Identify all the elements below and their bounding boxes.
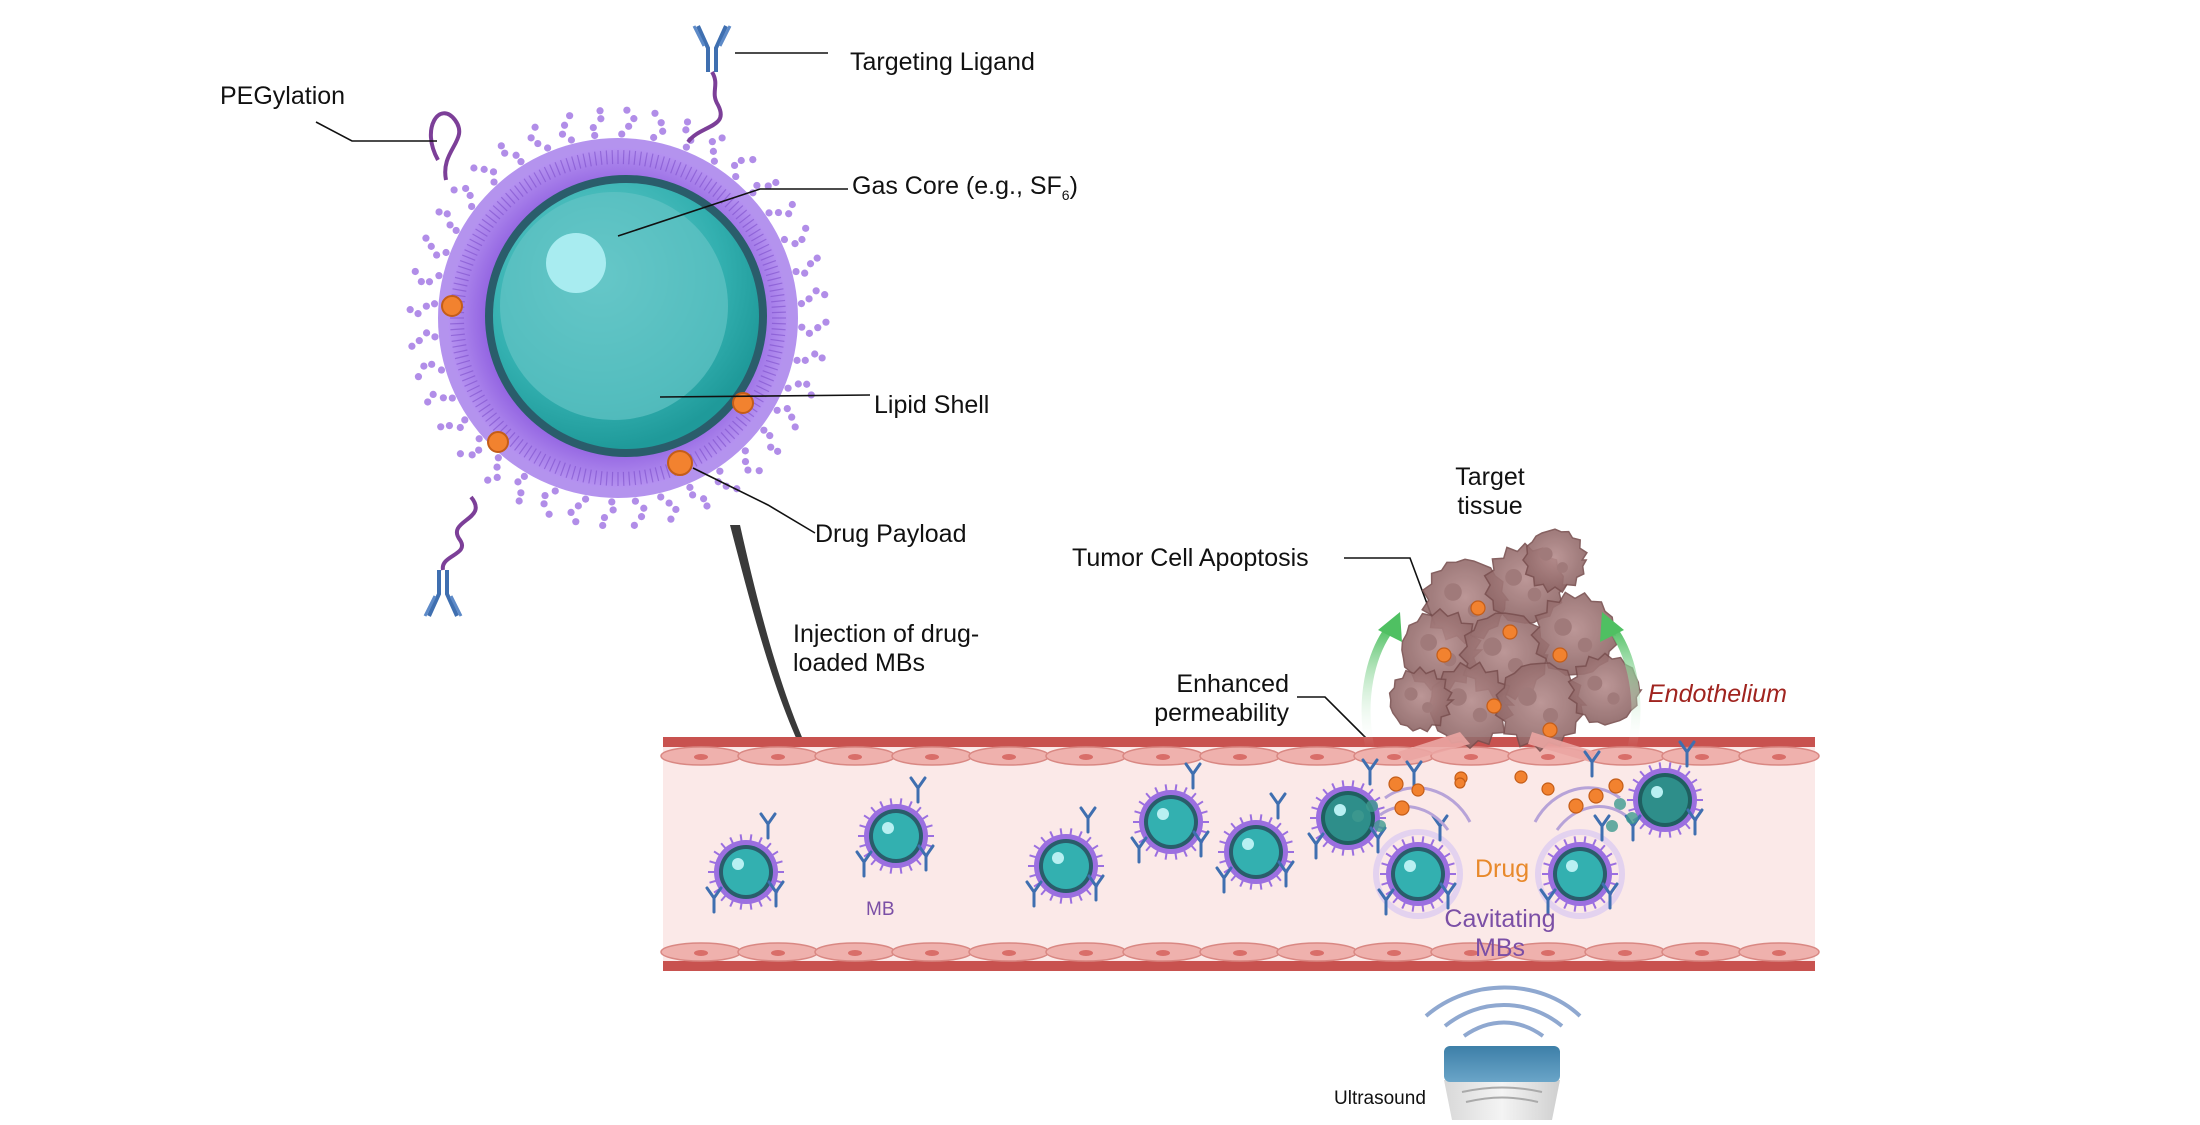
ultrasound-probe: [1426, 988, 1580, 1121]
label-gas-core-subscript: 6: [1062, 187, 1070, 203]
label-injection-line1: Injection of drug-: [793, 620, 979, 649]
label-enhanced-line2: permeability: [1139, 699, 1289, 728]
label-drug-payload: Drug Payload: [815, 520, 966, 549]
label-target-line2: tissue: [1430, 492, 1550, 521]
label-injection-line2: loaded MBs: [793, 649, 979, 678]
label-gas-core-text: Gas Core (e.g., SF: [852, 172, 1062, 200]
label-targeting-ligand: Targeting Ligand: [850, 48, 1035, 77]
label-lipid-shell: Lipid Shell: [874, 391, 989, 420]
label-endothelium: Endothelium: [1648, 680, 1787, 709]
label-cavitating-line1: Cavitating: [1430, 905, 1570, 934]
label-drug: Drug: [1475, 855, 1529, 884]
label-ultrasound: Ultrasound: [1334, 1088, 1426, 1110]
tumor-cluster: [1390, 529, 1642, 762]
large-microbubble: [407, 26, 830, 616]
label-target-line1: Target: [1430, 463, 1550, 492]
label-gas-core-close: ): [1070, 172, 1078, 200]
label-pegylation: PEGylation: [220, 82, 345, 111]
label-gas-core: Gas Core (e.g., SF6): [852, 172, 1078, 203]
label-injection: Injection of drug-loaded MBs: [793, 620, 979, 678]
label-cavitating-line2: MBs: [1430, 934, 1570, 963]
label-enhanced-line1: Enhanced: [1139, 670, 1289, 699]
label-mb: MB: [866, 899, 895, 921]
label-tumor-apoptosis: Tumor Cell Apoptosis: [1072, 544, 1309, 573]
